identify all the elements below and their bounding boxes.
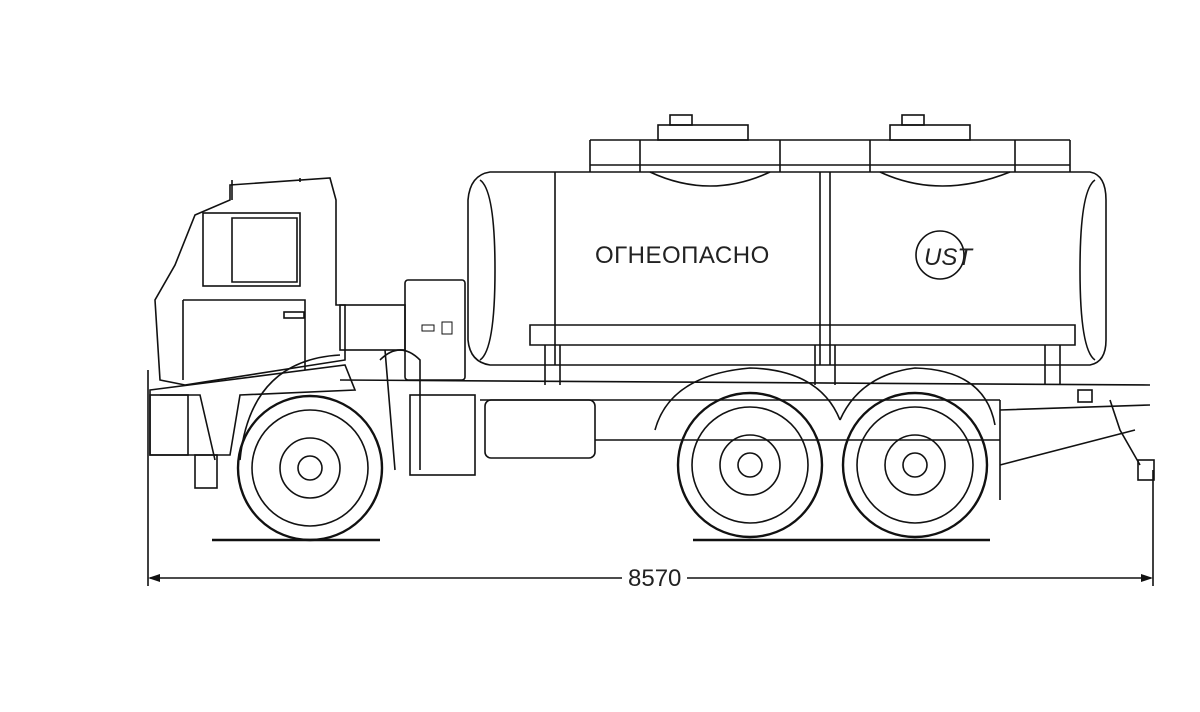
cab-window — [202, 212, 301, 287]
fuel-tank — [484, 399, 596, 459]
battery-box — [409, 394, 476, 476]
door-handle — [283, 311, 305, 319]
control-box — [404, 279, 466, 381]
rear-wheel-2 — [841, 391, 989, 539]
rear-wheel-1 — [676, 391, 824, 539]
wheels — [236, 391, 989, 542]
overall-length-dimension: 8570 — [622, 565, 688, 593]
front-wheel — [236, 394, 384, 542]
dimension-line — [147, 370, 1154, 586]
tank-warning-label: ОГНЕОПАСНО — [595, 242, 770, 269]
ust-logo: UST — [924, 244, 974, 271]
tank: UST — [467, 114, 1107, 385]
ust-logo-ring — [915, 230, 965, 280]
cab — [149, 177, 357, 489]
chassis — [239, 279, 1155, 500]
